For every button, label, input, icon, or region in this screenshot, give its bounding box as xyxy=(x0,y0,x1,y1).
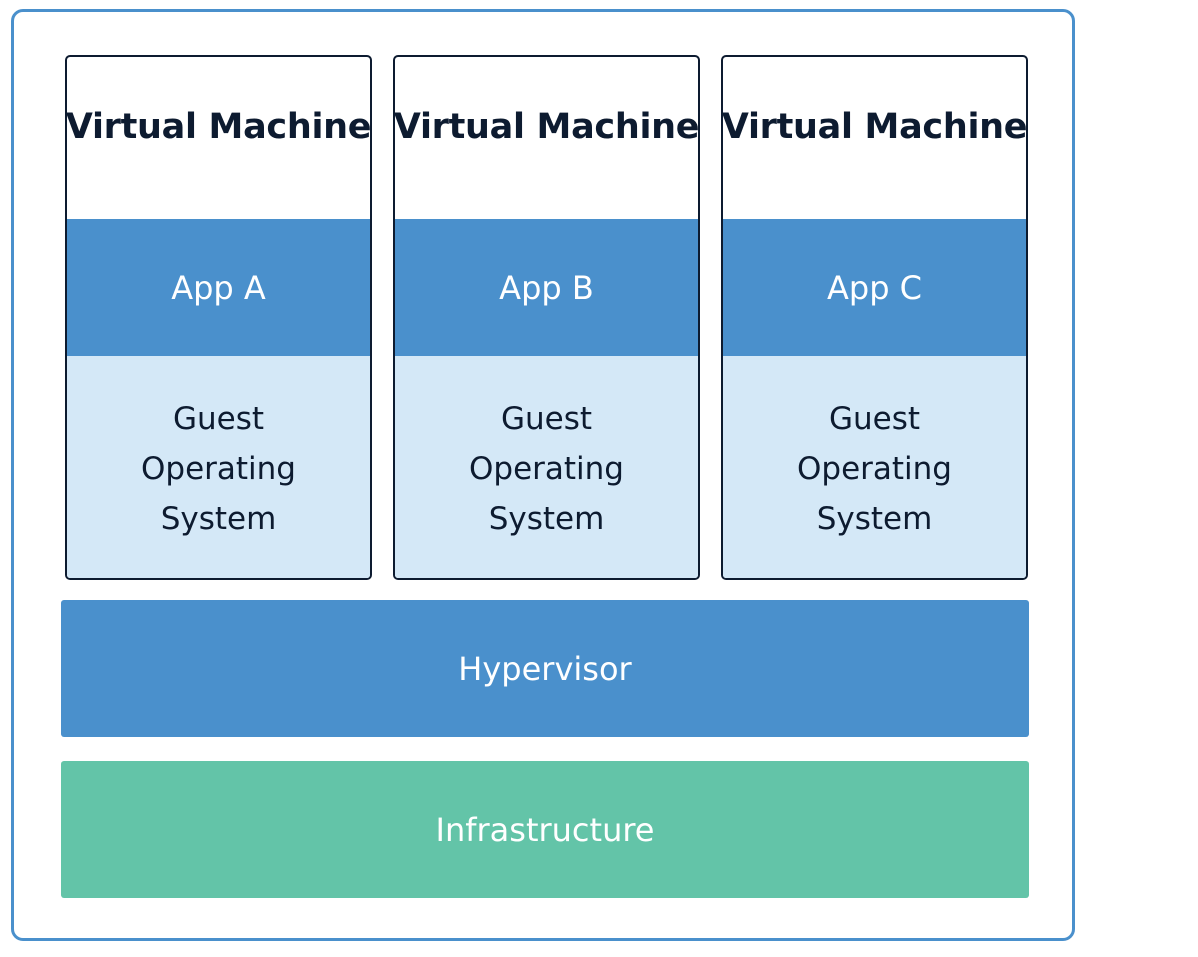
app-layer-a: App A xyxy=(67,219,370,356)
vm-title: Virtual Machine xyxy=(721,107,1028,147)
guest-os-layer: Guest Operating System xyxy=(395,356,698,578)
app-layer-b: App B xyxy=(395,219,698,356)
virtual-machine-b: Virtual Machine App B Guest Operating Sy… xyxy=(393,55,700,580)
guest-os-layer: Guest Operating System xyxy=(67,356,370,578)
vm-title: Virtual Machine xyxy=(393,107,700,147)
infrastructure-layer: Infrastructure xyxy=(61,761,1029,898)
virtual-machine-a: Virtual Machine App A Guest Operating Sy… xyxy=(65,55,372,580)
hypervisor-layer: Hypervisor xyxy=(61,600,1029,737)
guest-os-layer: Guest Operating System xyxy=(723,356,1026,578)
vm-title: Virtual Machine xyxy=(65,107,372,147)
app-layer-c: App C xyxy=(723,219,1026,356)
virtual-machine-c: Virtual Machine App C Guest Operating Sy… xyxy=(721,55,1028,580)
